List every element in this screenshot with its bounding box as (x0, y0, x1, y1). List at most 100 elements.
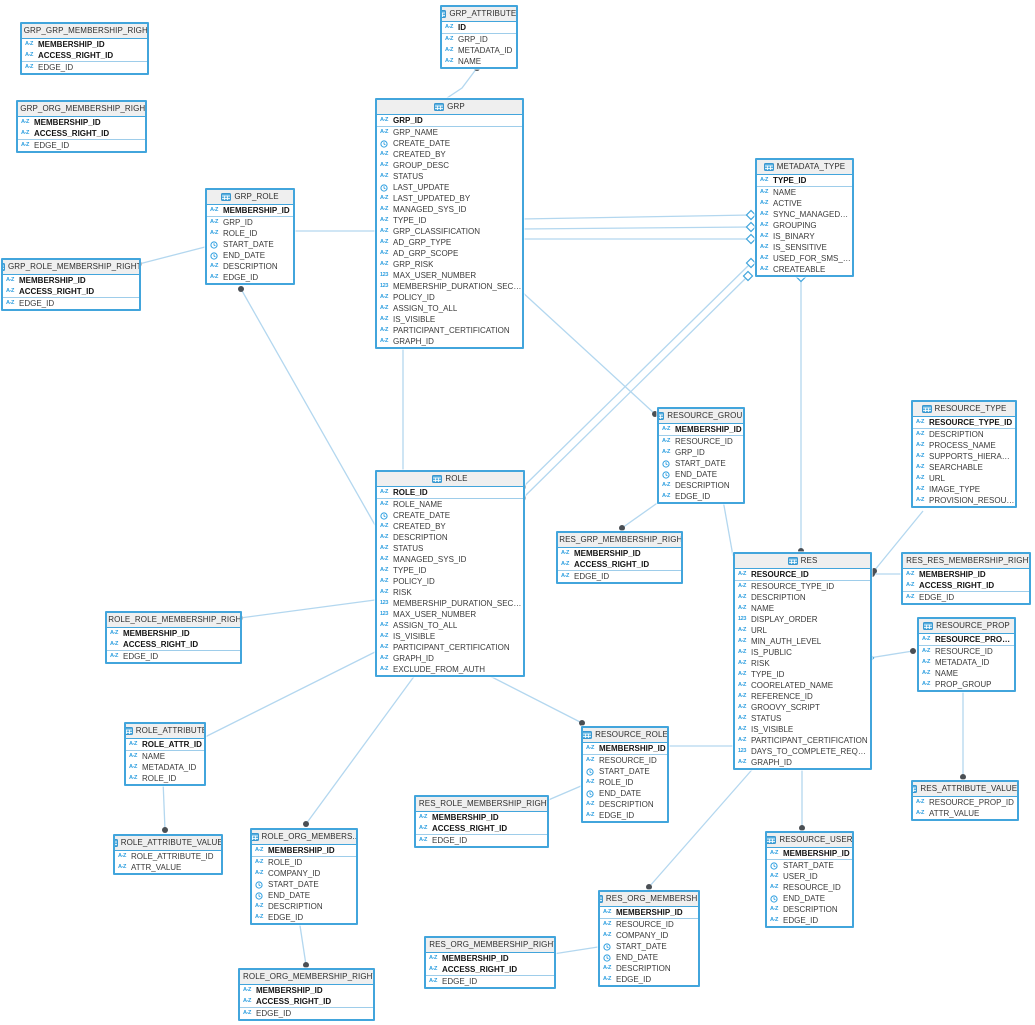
relationship-line[interactable] (446, 67, 478, 99)
field-row[interactable]: END_DATE (659, 469, 743, 480)
relationship-line[interactable] (621, 498, 664, 529)
field-row[interactable]: START_DATE (600, 941, 698, 952)
field-row[interactable]: LAST_UPDATE (377, 182, 522, 193)
field-row[interactable]: START_DATE (583, 766, 667, 777)
relationship-line[interactable] (138, 246, 206, 265)
relationship-line[interactable] (240, 288, 376, 526)
table-header[interactable]: GRP_ORG_MEMBERSHIP_RIGHTS (18, 102, 145, 117)
table-header[interactable]: ROLE_ROLE_MEMBERSHIP_RIGHTS (107, 613, 240, 628)
relationship-line[interactable] (868, 650, 914, 659)
table-header[interactable]: GRP_ROLE_MEMBERSHIP_RIGHTS (3, 260, 139, 275)
field-row[interactable]: END_DATE (600, 952, 698, 963)
relationship-line[interactable] (305, 670, 419, 825)
field-row[interactable]: CREATE_DATE (377, 510, 523, 521)
relationship-line[interactable] (522, 275, 749, 499)
table-header[interactable]: GRP (377, 100, 522, 115)
field-row[interactable]: START_DATE (659, 458, 743, 469)
table-header[interactable]: GRP_ROLE (207, 190, 293, 205)
table-header[interactable]: RESOURCE_USER (767, 833, 852, 848)
relationship-line[interactable] (873, 510, 924, 572)
field-row[interactable]: START_DATE (767, 860, 852, 871)
table-header[interactable]: RES_ORG_MEMBERSHIP (600, 892, 698, 907)
field-row[interactable]: END_DATE (252, 890, 356, 901)
